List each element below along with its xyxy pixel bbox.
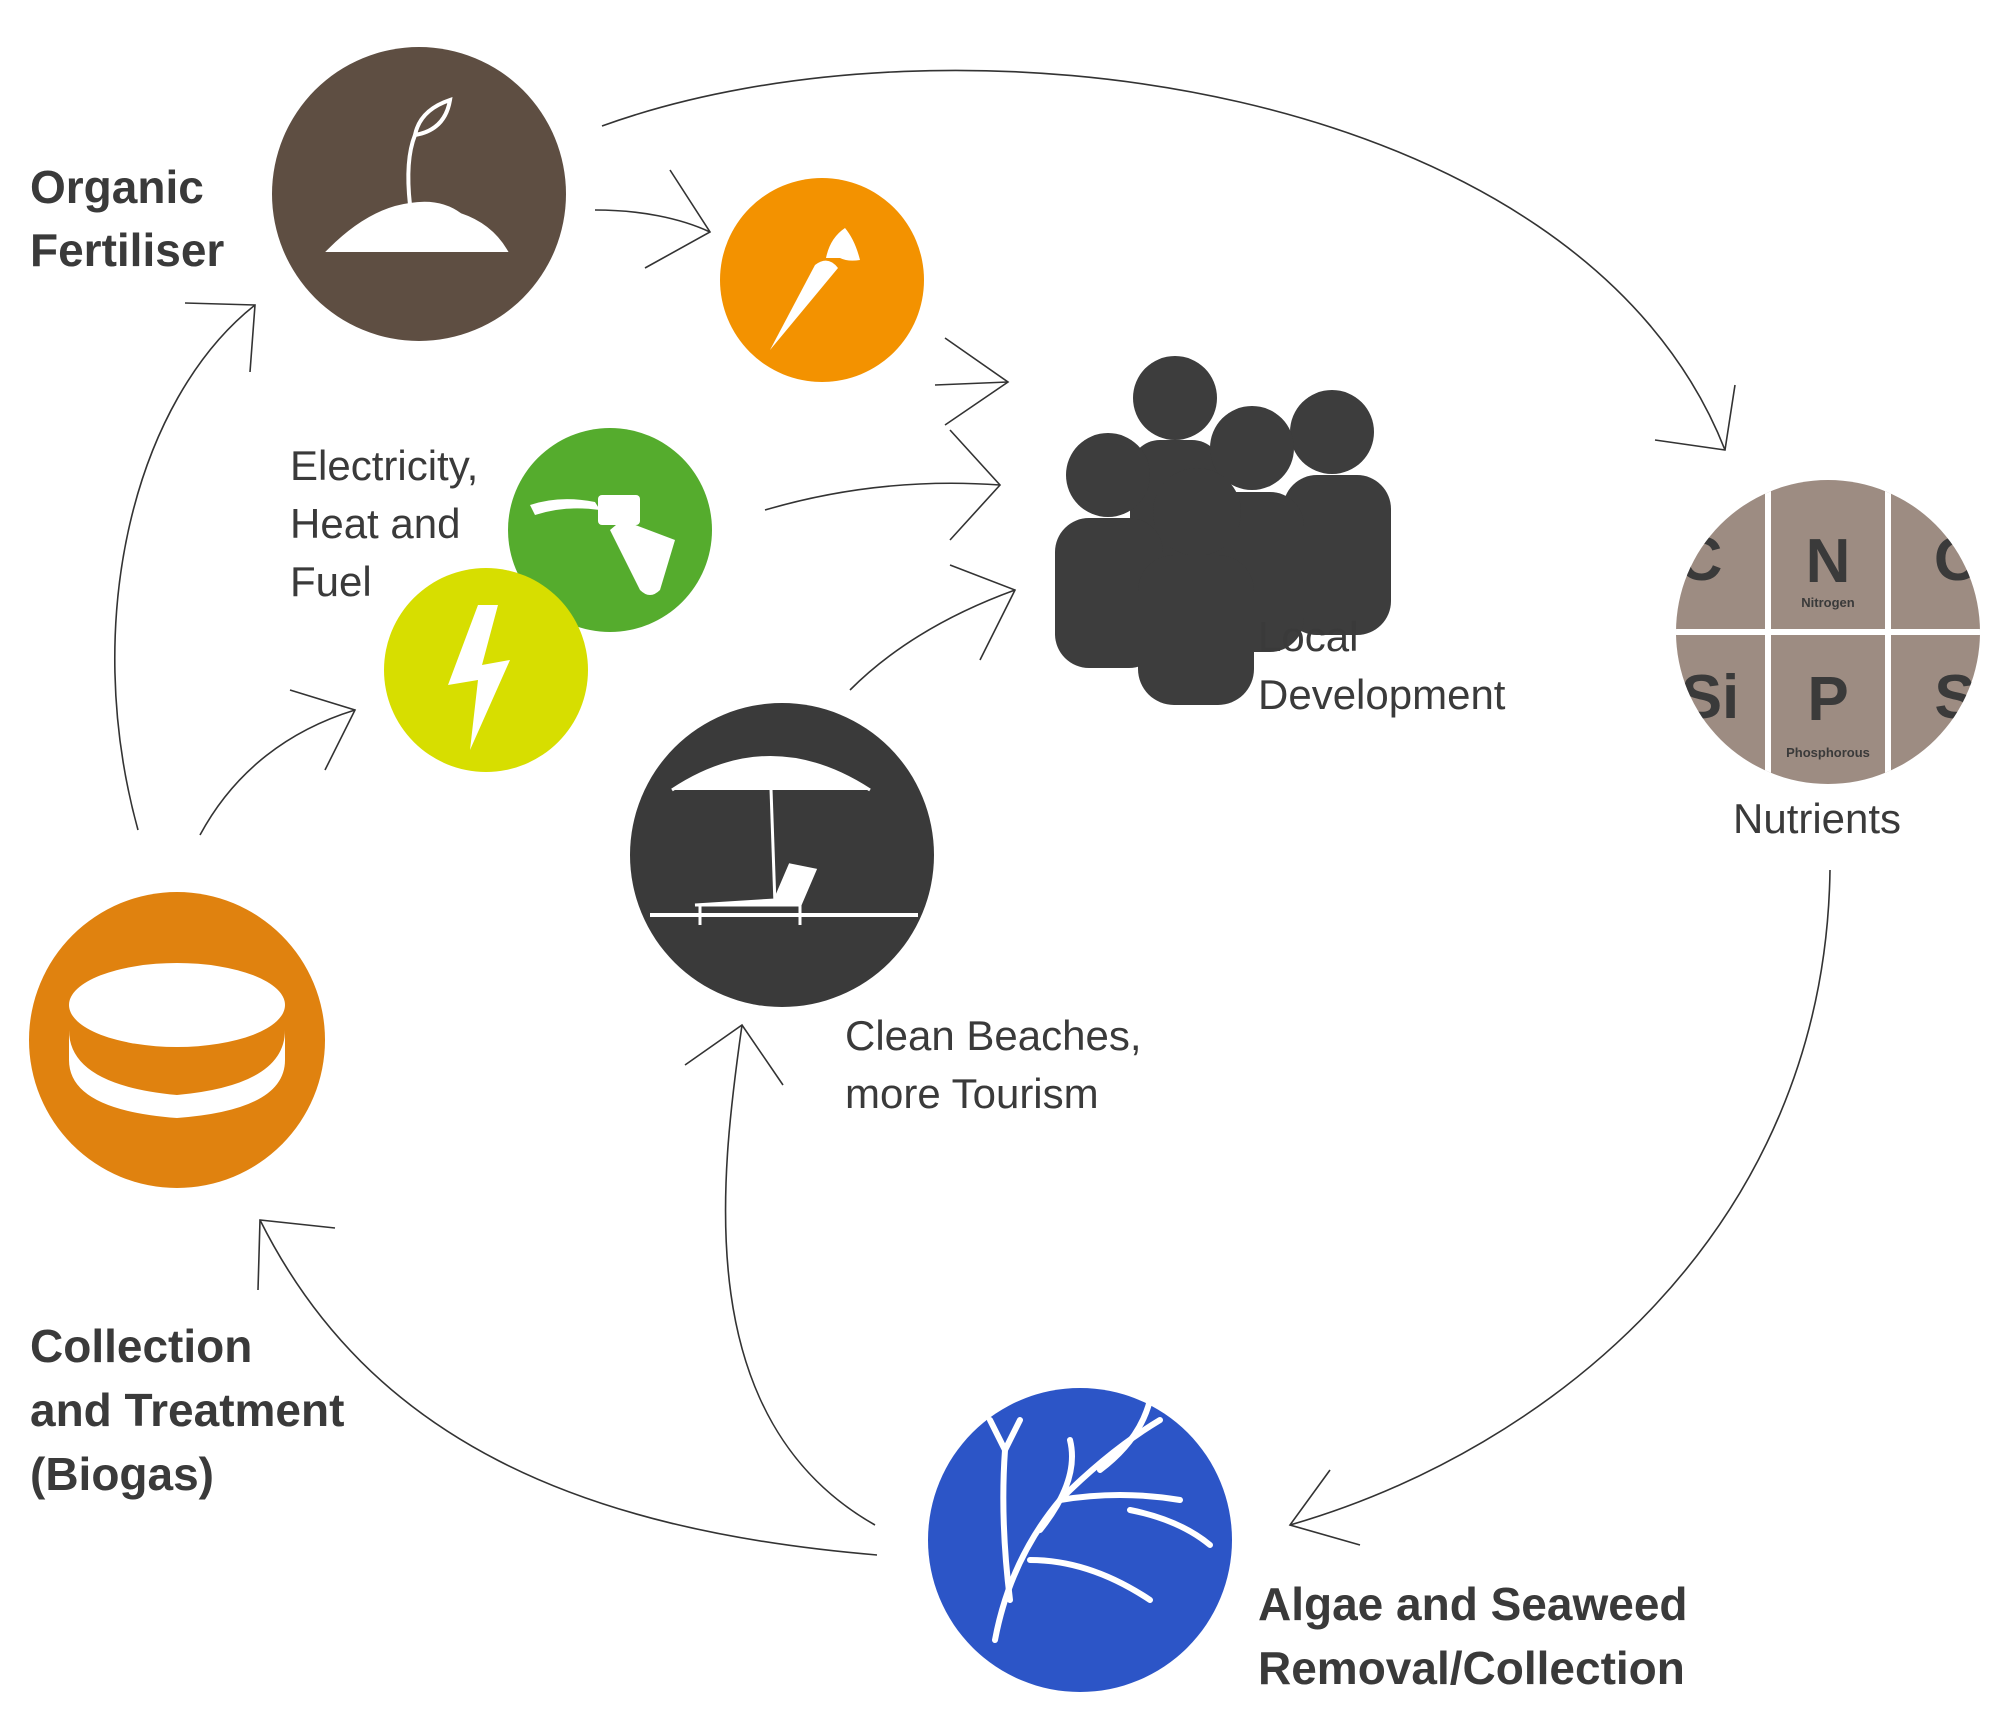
label-local-line1: Local	[1258, 613, 1358, 660]
label-electricity-line1: Electricity,	[290, 442, 478, 489]
biogas-tank-icon	[69, 963, 285, 1118]
arrow-collection-to-fertiliser	[114, 304, 256, 831]
label-electricity-line3: Fuel	[290, 558, 372, 605]
sprout-soil-icon	[325, 97, 509, 252]
algae-node	[928, 1372, 1232, 1692]
fuel-node	[508, 428, 712, 632]
carrot-icon	[770, 228, 860, 350]
seaweed-icon	[987, 1372, 1213, 1643]
tile-n-symbol: N	[1806, 527, 1851, 596]
label-collection-line2: and Treatment	[30, 1384, 344, 1436]
arrow-collection-to-electricity	[199, 709, 356, 836]
arrowhead	[289, 689, 357, 771]
label-electricity-line2: Heat and	[290, 500, 460, 547]
arrow-fuel-to-people	[764, 482, 1001, 511]
arrow-algae-to-collection	[259, 1219, 878, 1556]
arrows	[114, 69, 1831, 1556]
nutrients-node: C O Si S N Nitrogen P Phosphorous	[1676, 480, 1982, 784]
arrowhead	[949, 564, 1017, 661]
label-collection-line3: (Biogas)	[30, 1448, 214, 1500]
tile-p-name: Phosphorous	[1786, 745, 1870, 760]
label-organic-line2: Fertiliser	[30, 224, 224, 276]
algae-circle	[928, 1388, 1232, 1692]
fertiliser-circle	[272, 47, 566, 341]
label-local-line2: Development	[1258, 671, 1506, 718]
arrowhead	[184, 302, 256, 373]
electricity-node	[384, 568, 588, 772]
label-algae-line1: Algae and Seaweed	[1258, 1578, 1688, 1630]
people-group-icon	[1055, 356, 1391, 705]
arrow-fertiliser-to-nutrients	[601, 69, 1726, 451]
fuel-nozzle-icon	[530, 495, 675, 595]
arrow-algae-to-beach	[724, 1024, 876, 1526]
label-beach-line2: more Tourism	[845, 1070, 1099, 1117]
tile-n-name: Nitrogen	[1801, 595, 1855, 610]
label-organic-line1: Organic	[30, 161, 204, 213]
beach-circle	[630, 703, 934, 1007]
arrowhead	[257, 1219, 336, 1291]
arrowhead	[1654, 384, 1736, 451]
arrowhead	[684, 1023, 784, 1086]
arrow-fertiliser-to-carrot	[594, 209, 711, 233]
carrot-node	[720, 178, 924, 382]
arrow-beach-to-people	[849, 589, 1016, 691]
biogas-node	[29, 892, 325, 1188]
arrow-nutrients-to-algae	[1289, 869, 1831, 1526]
arrowhead	[1288, 1469, 1361, 1546]
beach-umbrella-icon	[650, 756, 918, 925]
tile-si: Si	[1681, 663, 1740, 732]
arrowhead	[644, 169, 712, 269]
arrow-carrot-to-people	[934, 381, 1009, 386]
label-collection-line1: Collection	[30, 1320, 252, 1372]
beach-node	[630, 703, 934, 1007]
tile-s: S	[1934, 663, 1975, 732]
label-nutrients: Nutrients	[1733, 795, 1901, 842]
arrowhead	[949, 429, 1002, 541]
tile-c: C	[1678, 525, 1723, 594]
tile-p-symbol: P	[1807, 665, 1848, 734]
label-algae-line2: Removal/Collection	[1258, 1642, 1685, 1694]
labels: Organic Fertiliser Electricity, Heat and…	[30, 161, 1901, 1694]
tile-o: O	[1934, 525, 1982, 594]
label-beach-line1: Clean Beaches,	[845, 1012, 1142, 1059]
lightning-bolt-icon	[448, 605, 510, 750]
fertiliser-node	[272, 47, 566, 341]
arrowhead	[944, 337, 1010, 426]
